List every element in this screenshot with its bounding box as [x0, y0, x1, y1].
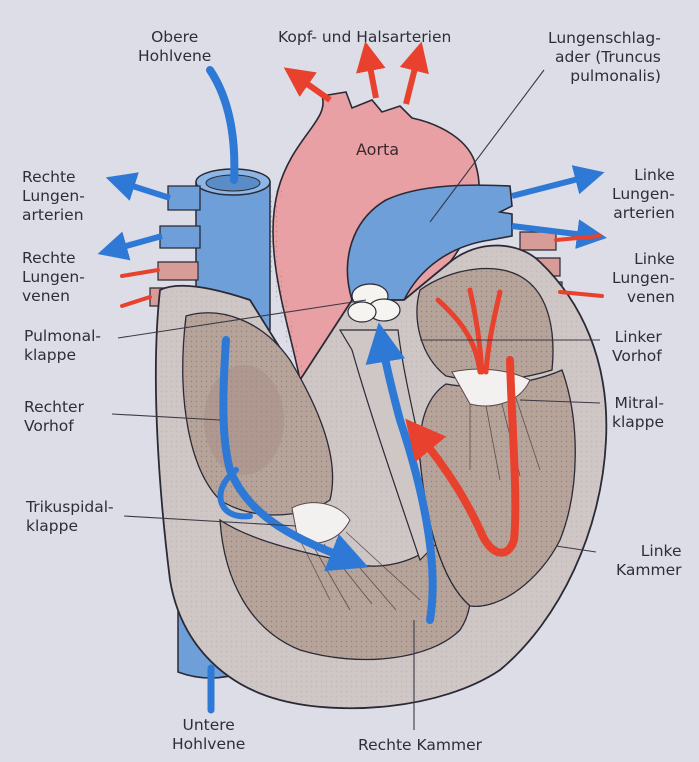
arrow-head-neck-2 — [368, 56, 376, 98]
arrow-head-neck-1 — [296, 76, 330, 100]
arrow-right-pulmonary-artery-2 — [112, 236, 162, 250]
arrow-superior-vena-cava — [210, 70, 234, 180]
arrow-left-pulmonary-vein-1 — [556, 236, 600, 240]
label-aorta: Aorta — [356, 140, 399, 159]
arrow-head-neck-3 — [406, 56, 418, 104]
label-trikuspidalklappe: Trikuspidal- klappe — [26, 498, 114, 536]
right-pulmonary-vein-stub — [158, 262, 198, 280]
arrow-left-pulmonary-artery-1 — [512, 176, 590, 196]
label-rechte-lungenvenen: Rechte Lungen- venen — [22, 249, 85, 306]
label-rechter-vorhof: Rechter Vorhof — [24, 398, 84, 436]
label-kopf-und-halsarterien: Kopf- und Halsarterien — [278, 28, 451, 47]
label-rechte-kammer: Rechte Kammer — [358, 736, 482, 755]
label-mitralklappe: Mitral- klappe — [612, 394, 664, 432]
arrow-right-pulmonary-artery-1 — [120, 182, 170, 198]
label-untere-hohlvene: Untere Hohlvene — [172, 716, 245, 754]
label-linker-vorhof: Linker Vorhof — [612, 328, 662, 366]
label-linke-kammer: Linke Kammer — [616, 542, 682, 580]
arrow-right-pulmonary-vein-2 — [122, 297, 150, 306]
label-linke-lungenvenen: Linke Lungen- venen — [612, 250, 675, 307]
arrow-right-pulmonary-vein-1 — [122, 270, 158, 276]
label-pulmonalklappe: Pulmonal- klappe — [24, 327, 101, 365]
label-lungenschlagader: Lungenschlag- ader (Truncus pulmonalis) — [548, 29, 661, 86]
label-rechte-lungenarterien: Rechte Lungen- arterien — [22, 168, 85, 225]
label-obere-hohlvene: Obere Hohlvene — [138, 28, 211, 66]
left-pulmonary-vein-stub — [520, 232, 556, 250]
right-pulmonary-artery-stub — [168, 186, 200, 210]
label-linke-lungenarterien: Linke Lungen- arterien — [612, 166, 675, 223]
